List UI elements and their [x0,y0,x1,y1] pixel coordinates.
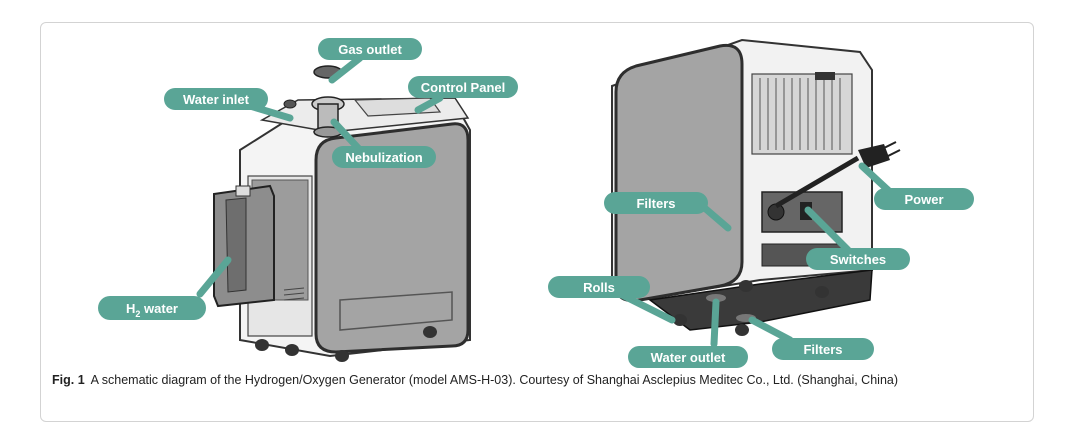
callout-gas-outlet: Gas outlet [318,38,422,60]
figure-caption: Fig. 1 A schematic diagram of the Hydroge… [52,372,1022,389]
callout-nebulization: Nebulization [332,146,436,168]
generator-front-view [213,65,471,362]
label-filters-bottom: Filters [803,342,842,357]
callout-rolls: Rolls [548,276,650,298]
label-gas-outlet: Gas outlet [338,42,402,57]
label-power: Power [904,192,943,207]
label-filters-top: Filters [636,196,675,211]
callout-control-panel: Control Panel [408,76,518,98]
label-nebulization: Nebulization [345,150,422,165]
callout-water-inlet: Water inlet [164,88,268,110]
label-water-inlet: Water inlet [183,92,250,107]
generator-rear-view [611,38,901,336]
callout-switches: Switches [806,248,910,270]
callout-h2-water: H2 water [98,296,206,320]
callout-power: Power [874,188,974,210]
callout-filters-top: Filters [604,192,708,214]
label-water-outlet: Water outlet [651,350,726,365]
label-control-panel: Control Panel [421,80,506,95]
callout-water-outlet: Water outlet [628,346,748,368]
label-rolls: Rolls [583,280,615,295]
figure-number: Fig. 1 [52,373,85,387]
callout-filters-bottom: Filters [772,338,874,360]
label-switches: Switches [830,252,886,267]
label-h2-water: H2 water [126,301,178,319]
caption-text: A schematic diagram of the Hydrogen/Oxyg… [90,373,899,387]
